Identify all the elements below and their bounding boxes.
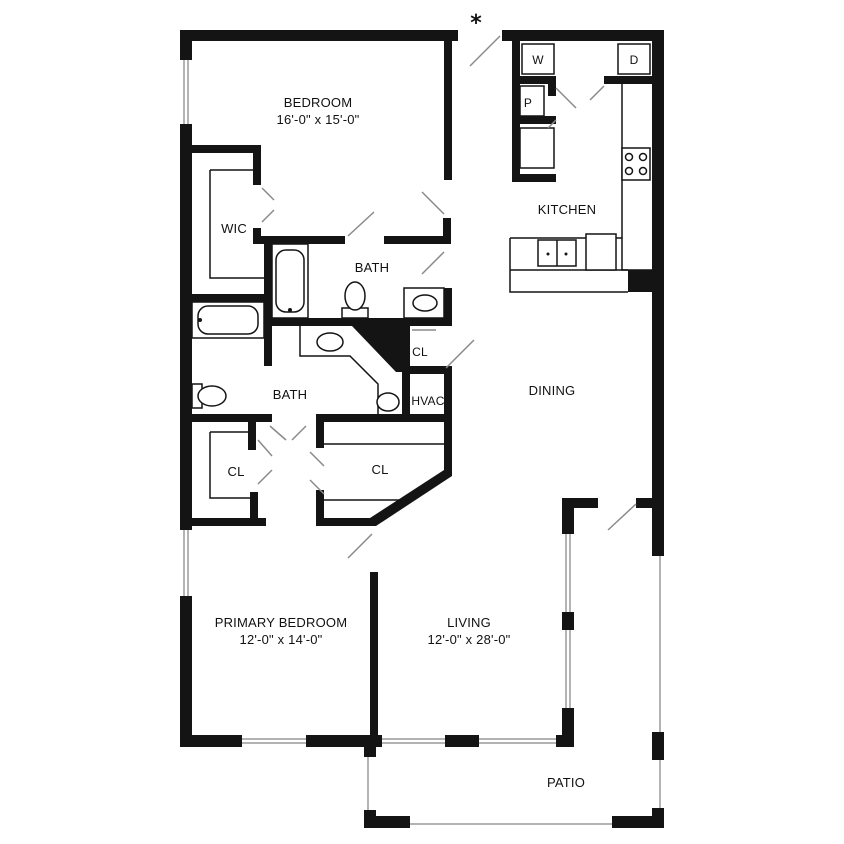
toilet-lower [197,385,227,407]
washer-box [521,43,555,75]
bathtub-lower [191,301,265,339]
toilet-upper [344,281,366,311]
primary-bedroom-label: PRIMARY BEDROOM [215,615,348,630]
windows [183,60,661,825]
primary-bedroom-dims: 12'-0" x 14'-0" [240,632,323,647]
entry-marker: * [470,11,482,36]
exterior-walls [180,30,664,828]
closet-hall-label: CL [412,345,428,359]
hvac-label: HVAC [411,394,444,408]
closet-right-label: CL [371,462,388,477]
pantry-label: P [524,96,532,110]
living-dims: 12'-0" x 28'-0" [428,632,511,647]
dryer-label: D [630,53,639,67]
bedroom-dims: 16'-0" x 15'-0" [277,112,360,127]
interior-walls [180,30,656,742]
wic-label: WIC [221,221,247,236]
dryer-box [617,43,651,75]
dishwasher [585,233,617,271]
dining-label: DINING [529,383,576,398]
washer-label: W [532,53,544,67]
sink-upper [412,294,438,312]
closet-left-label: CL [227,464,244,479]
fixtures [191,43,652,501]
living-label: LIVING [447,615,491,630]
refrigerator [519,127,555,169]
bedroom-label: BEDROOM [284,95,353,110]
doors [257,35,637,559]
sink-lower-1 [316,332,344,352]
sink-lower-2 [376,392,400,412]
bath-upper-label: BATH [355,260,390,275]
bathtub-upper [271,243,309,319]
stove [621,147,651,181]
bath-lower-label: BATH [273,387,308,402]
kitchen-label: KITCHEN [538,202,596,217]
patio-label: PATIO [547,775,585,790]
